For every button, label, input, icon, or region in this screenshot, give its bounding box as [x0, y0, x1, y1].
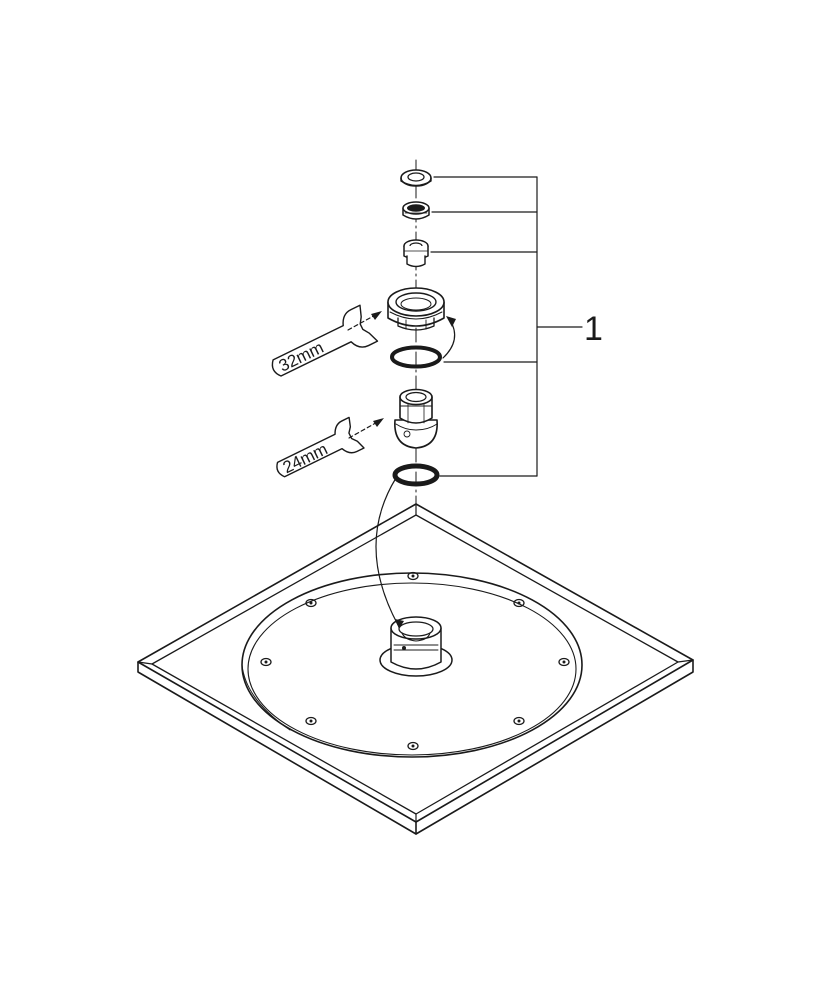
filter-screen — [402, 201, 430, 220]
wrench-32mm: 32mm — [271, 304, 382, 377]
screw-icon — [407, 571, 419, 581]
callout-bracket: 1 — [430, 176, 603, 477]
wrench-24mm: 24mm — [276, 416, 384, 478]
screw-icon — [305, 716, 317, 726]
center-connector — [379, 616, 453, 677]
arrow-right-icon — [348, 418, 384, 439]
screw-icon — [305, 598, 317, 608]
wrench-size-label-upper: 32mm — [276, 338, 327, 376]
flow-restrictor — [403, 239, 429, 268]
assembly-arrow-lower — [375, 477, 404, 629]
wrench-size-label-lower: 24mm — [280, 439, 331, 477]
ball-joint — [394, 388, 438, 449]
upper-o-ring — [390, 345, 442, 369]
screw-icon — [407, 741, 419, 751]
screw-icon — [260, 657, 272, 667]
screw-icon — [558, 657, 570, 667]
plate-screws — [260, 571, 570, 751]
assembly-arrow-upper — [442, 316, 456, 359]
screw-icon — [513, 716, 525, 726]
flat-washer — [400, 169, 432, 187]
square-shower-head — [137, 503, 694, 835]
callout-number: 1 — [584, 310, 603, 348]
ball-joint-nut — [387, 287, 445, 331]
screw-icon — [513, 598, 525, 608]
lower-o-ring — [392, 463, 440, 487]
arrow-right-icon — [347, 311, 382, 331]
